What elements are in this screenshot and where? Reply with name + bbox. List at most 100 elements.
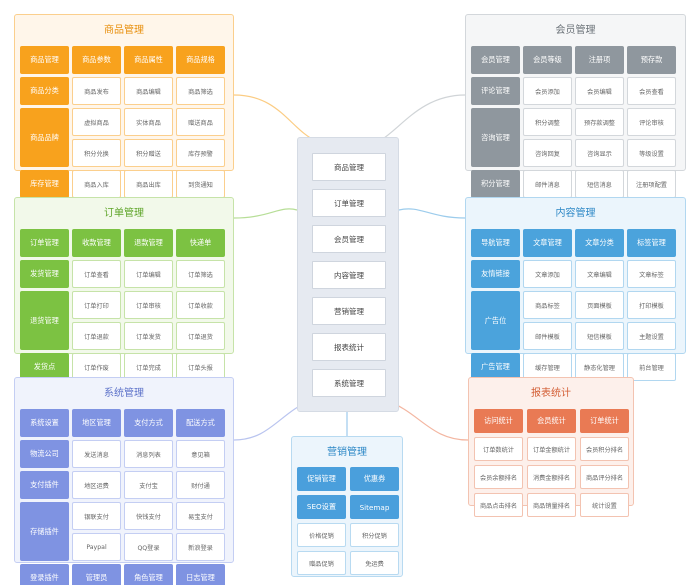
feature-item[interactable]: 订单收款 bbox=[176, 291, 225, 319]
module-button[interactable]: 商品规格 bbox=[176, 46, 225, 74]
module-button[interactable]: 访问统计 bbox=[474, 409, 523, 433]
module-button[interactable]: 物流公司 bbox=[20, 440, 69, 468]
module-button[interactable]: 商品管理 bbox=[20, 46, 69, 74]
feature-item[interactable]: 到货通知 bbox=[176, 170, 225, 198]
feature-item[interactable]: 赠品促销 bbox=[297, 551, 346, 575]
feature-item[interactable]: 咨询显示 bbox=[575, 139, 624, 167]
module-button[interactable]: 支付插件 bbox=[20, 471, 69, 499]
feature-item[interactable]: 缓存管理 bbox=[523, 353, 572, 381]
feature-item[interactable]: 积分调整 bbox=[523, 108, 572, 136]
module-button[interactable]: 发货管理 bbox=[20, 260, 69, 288]
feature-item[interactable]: 会员查看 bbox=[627, 77, 676, 105]
feature-item[interactable]: 等级设置 bbox=[627, 139, 676, 167]
feature-item[interactable]: 发送消息 bbox=[72, 440, 121, 468]
module-button[interactable]: 广告管理 bbox=[471, 353, 520, 381]
feature-item[interactable]: 会员积分排名 bbox=[580, 437, 629, 461]
feature-item[interactable]: 邮件模板 bbox=[523, 322, 572, 350]
feature-item[interactable]: 商品发布 bbox=[72, 77, 121, 105]
feature-item[interactable]: 订单作废 bbox=[72, 353, 121, 381]
feature-item[interactable]: 商品点击排名 bbox=[474, 493, 523, 517]
module-button[interactable]: 广告位 bbox=[471, 291, 520, 350]
feature-item[interactable]: 评论审核 bbox=[627, 108, 676, 136]
feature-item[interactable]: 商品销量排名 bbox=[527, 493, 576, 517]
center-item-content[interactable]: 内容管理 bbox=[312, 261, 386, 289]
module-button[interactable]: Sitemap bbox=[350, 495, 399, 519]
feature-item[interactable]: 短信消息 bbox=[575, 170, 624, 198]
feature-item[interactable]: 订单查看 bbox=[72, 260, 121, 288]
module-button[interactable]: 导航管理 bbox=[471, 229, 520, 257]
center-item-goods[interactable]: 商品管理 bbox=[312, 153, 386, 181]
module-button[interactable]: 角色管理 bbox=[124, 564, 173, 585]
feature-item[interactable]: 赠送商品 bbox=[176, 108, 225, 136]
feature-item[interactable]: 积分促销 bbox=[350, 523, 399, 547]
feature-item[interactable]: Paypal bbox=[72, 533, 121, 561]
feature-item[interactable]: 文章添加 bbox=[523, 260, 572, 288]
center-item-reports[interactable]: 报表统计 bbox=[312, 333, 386, 361]
feature-item[interactable]: 库存预警 bbox=[176, 139, 225, 167]
module-button[interactable]: 管理员 bbox=[72, 564, 121, 585]
module-button[interactable]: 促销管理 bbox=[297, 467, 346, 491]
feature-item[interactable]: 价格促销 bbox=[297, 523, 346, 547]
feature-item[interactable]: 订单发货 bbox=[124, 322, 173, 350]
module-button[interactable]: 登录插件 bbox=[20, 564, 69, 585]
feature-item[interactable]: 商品入库 bbox=[72, 170, 121, 198]
feature-item[interactable]: 积分赠送 bbox=[124, 139, 173, 167]
feature-item[interactable]: 新浪登录 bbox=[176, 533, 225, 561]
feature-item[interactable]: 财付通 bbox=[176, 471, 225, 499]
module-button[interactable]: 标签管理 bbox=[627, 229, 676, 257]
module-button[interactable]: 商品属性 bbox=[124, 46, 173, 74]
module-button[interactable]: 优惠券 bbox=[350, 467, 399, 491]
feature-item[interactable]: 商品出库 bbox=[124, 170, 173, 198]
module-button[interactable]: 积分管理 bbox=[471, 170, 520, 198]
module-button[interactable]: 文章管理 bbox=[523, 229, 572, 257]
module-button[interactable]: 订单管理 bbox=[20, 229, 69, 257]
feature-item[interactable]: 文章编辑 bbox=[575, 260, 624, 288]
feature-item[interactable]: 支付宝 bbox=[124, 471, 173, 499]
feature-item[interactable]: 实体商品 bbox=[124, 108, 173, 136]
feature-item[interactable]: 订单退货 bbox=[176, 322, 225, 350]
feature-item[interactable]: 订单筛选 bbox=[176, 260, 225, 288]
module-button[interactable]: 库存管理 bbox=[20, 170, 69, 198]
feature-item[interactable]: 页面模板 bbox=[575, 291, 624, 319]
module-button[interactable]: 商品参数 bbox=[72, 46, 121, 74]
center-item-orders[interactable]: 订单管理 bbox=[312, 189, 386, 217]
feature-item[interactable]: 注册项配置 bbox=[627, 170, 676, 198]
feature-item[interactable]: 订单退款 bbox=[72, 322, 121, 350]
module-button[interactable]: 商品品牌 bbox=[20, 108, 69, 167]
feature-item[interactable]: QQ登录 bbox=[124, 533, 173, 561]
module-button[interactable]: 订单统计 bbox=[580, 409, 629, 433]
feature-item[interactable]: 统计设置 bbox=[580, 493, 629, 517]
module-button[interactable]: 预存款 bbox=[627, 46, 676, 74]
module-button[interactable]: 退货管理 bbox=[20, 291, 69, 350]
module-button[interactable]: 会员管理 bbox=[471, 46, 520, 74]
feature-item[interactable]: 订单打印 bbox=[72, 291, 121, 319]
feature-item[interactable]: 文章标签 bbox=[627, 260, 676, 288]
feature-item[interactable]: 会员添加 bbox=[523, 77, 572, 105]
module-button[interactable]: 咨询管理 bbox=[471, 108, 520, 167]
feature-item[interactable]: 易宝支付 bbox=[176, 502, 225, 530]
feature-item[interactable]: 会员余额排名 bbox=[474, 465, 523, 489]
feature-item[interactable]: 预存款调整 bbox=[575, 108, 624, 136]
feature-item[interactable]: 订单数统计 bbox=[474, 437, 523, 461]
feature-item[interactable]: 短信模板 bbox=[575, 322, 624, 350]
module-button[interactable]: 配送方式 bbox=[176, 409, 225, 437]
module-button[interactable]: 评论管理 bbox=[471, 77, 520, 105]
module-button[interactable]: 日志管理 bbox=[176, 564, 225, 585]
feature-item[interactable]: 地区运费 bbox=[72, 471, 121, 499]
module-button[interactable]: 商品分类 bbox=[20, 77, 69, 105]
feature-item[interactable]: 快钱支付 bbox=[124, 502, 173, 530]
feature-item[interactable]: 免运费 bbox=[350, 551, 399, 575]
feature-item[interactable]: 打印模板 bbox=[627, 291, 676, 319]
module-button[interactable]: 文章分类 bbox=[575, 229, 624, 257]
module-button[interactable]: 注册项 bbox=[575, 46, 624, 74]
feature-item[interactable]: 主题设置 bbox=[627, 322, 676, 350]
center-item-marketing[interactable]: 营销管理 bbox=[312, 297, 386, 325]
feature-item[interactable]: 静态化管理 bbox=[575, 353, 624, 381]
module-button[interactable]: 快递单 bbox=[176, 229, 225, 257]
feature-item[interactable]: 邮件消息 bbox=[523, 170, 572, 198]
feature-item[interactable]: 咨询回复 bbox=[523, 139, 572, 167]
module-button[interactable]: 地区管理 bbox=[72, 409, 121, 437]
feature-item[interactable]: 消息列表 bbox=[124, 440, 173, 468]
feature-item[interactable]: 订单完成 bbox=[124, 353, 173, 381]
module-button[interactable]: 退款管理 bbox=[124, 229, 173, 257]
